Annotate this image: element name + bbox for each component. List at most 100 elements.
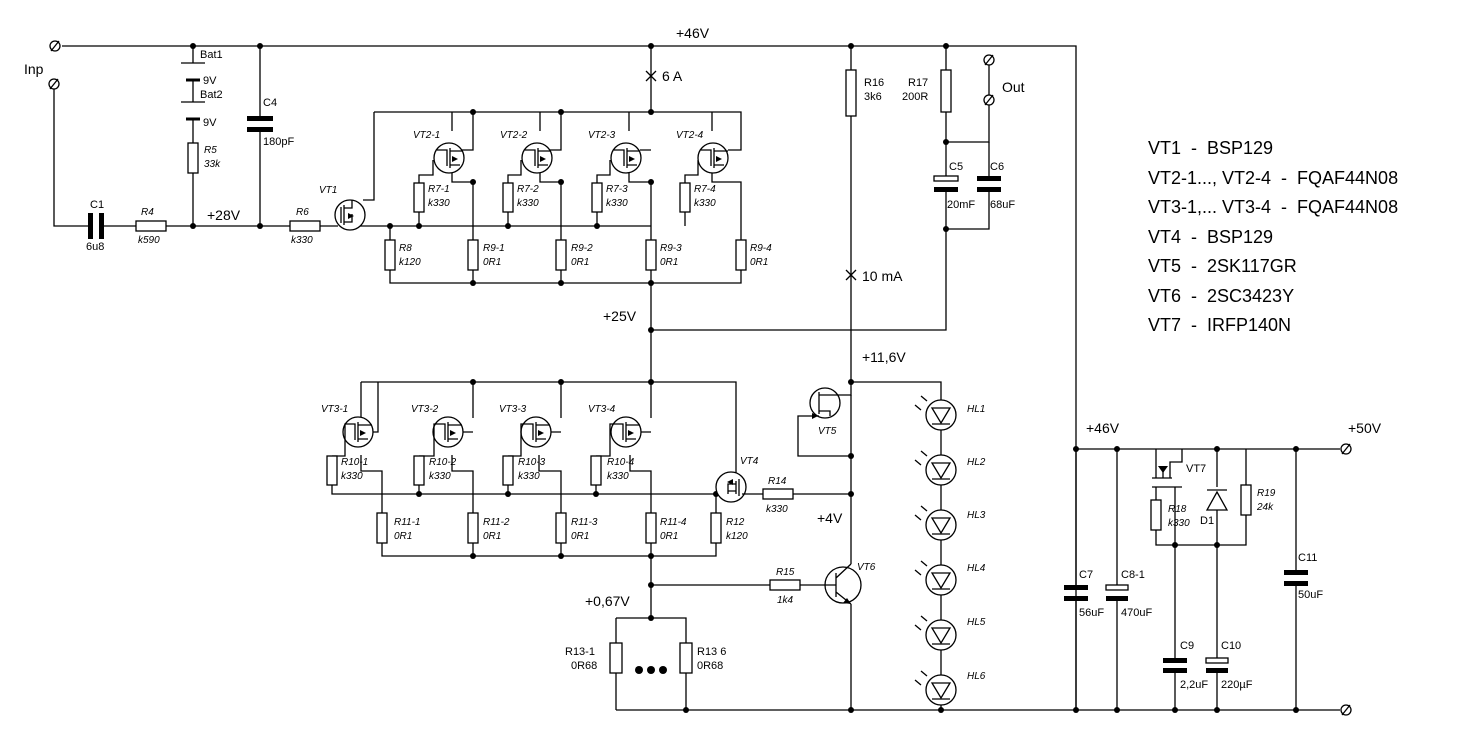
current-10ma-label: 10 mA: [862, 268, 903, 284]
r11-3-ref: R11-3: [571, 517, 598, 528]
r10-3-value: k330: [518, 471, 540, 482]
mosfet-vt2-4: [697, 142, 729, 174]
r9-3-ref: R9-3: [660, 243, 682, 254]
r10-4-value: k330: [607, 471, 629, 482]
resistor-r4: [135, 220, 167, 232]
c4-value: 180pF: [263, 136, 294, 148]
capacitor-c10: [1205, 657, 1229, 673]
r10-2-ref: R10-2: [429, 457, 457, 468]
vt2-2-label: VT2-2: [500, 130, 528, 141]
r13-6-ref: R13 6: [697, 646, 726, 658]
resistor-r16: [845, 69, 857, 117]
r7-2-value: k330: [517, 198, 539, 209]
capacitor-c4: [247, 116, 273, 132]
resistor-r18: [1150, 499, 1162, 531]
resistor-r7-3: [591, 182, 603, 213]
diode-d1: [1205, 489, 1229, 511]
rail-11-6v-label: +11,6V: [862, 349, 906, 365]
r9-2-value: 0R1: [571, 257, 589, 268]
legend-item: VT3-1,... VT3-4 - FQAF44N08: [1148, 197, 1399, 217]
c5-ref: C5: [949, 161, 963, 173]
hl1-label: HL1: [967, 404, 985, 415]
c10-ref: C10: [1221, 640, 1241, 652]
r19-ref: R19: [1257, 488, 1276, 499]
legend-item: VT4 - BSP129: [1148, 226, 1274, 247]
r6-value: k330: [291, 235, 313, 246]
vt1-label: VT1: [319, 185, 337, 196]
terminal-ground: [1340, 704, 1352, 716]
resistor-r12: [710, 512, 722, 544]
junction-dots: [190, 43, 1299, 713]
r15-ref: R15: [776, 567, 795, 578]
r14-ref: R14: [768, 476, 787, 487]
r19-value: 24k: [1256, 502, 1274, 513]
bat2-value: 9V: [203, 117, 217, 129]
vt2-3-label: VT2-3: [588, 130, 616, 141]
terminal-inp-bottom: [48, 78, 60, 90]
r11-2-value: 0R1: [483, 531, 501, 542]
c8-ref: C8-1: [1121, 569, 1145, 581]
resistor-r7-1: [413, 182, 425, 213]
vt4-label: VT4: [740, 456, 759, 467]
capacitor-c5: [933, 175, 959, 192]
led-hl1: [914, 395, 957, 431]
r18-value: k330: [1168, 518, 1190, 529]
r17-value: 200R: [902, 91, 928, 103]
capacitor-c11: [1284, 570, 1308, 586]
mosfet-vt1: [334, 199, 366, 231]
hl4-label: HL4: [967, 563, 986, 574]
led-hl4: [914, 560, 957, 596]
resistor-r10-3: [502, 455, 514, 486]
ellipsis-dots: [635, 666, 667, 674]
resistor-r6: [289, 220, 321, 232]
vt2-1-label: VT2-1: [413, 130, 440, 141]
led-hl5: [914, 615, 957, 651]
c6-value: 68uF: [990, 199, 1015, 211]
jfet-vt5: [808, 387, 842, 419]
r10-3-ref: R10-3: [518, 457, 546, 468]
rail-50v-label: +50V: [1348, 420, 1382, 436]
resistor-r9-4: [735, 239, 747, 271]
r7-4-value: k330: [694, 198, 716, 209]
r18-ref: R18: [1168, 504, 1187, 515]
r5-ref: R5: [204, 145, 217, 156]
resistor-r11-4: [645, 512, 657, 544]
vt7-label: VT7: [1186, 463, 1206, 475]
legend-item: VT7 - IRFP140N: [1148, 315, 1292, 335]
resistor-r7-4: [679, 182, 691, 213]
resistor-r11-3: [555, 512, 567, 544]
rail-25v-label: +25V: [603, 308, 637, 324]
r4-value: k590: [138, 235, 160, 246]
vt2-4-label: VT2-4: [676, 130, 704, 141]
mosfet-vt2-2: [521, 142, 553, 174]
mosfet-vt7: [1152, 466, 1182, 488]
r12-value: k120: [726, 531, 748, 542]
resistor-r17: [940, 69, 952, 113]
current-marker-10ma: [845, 269, 857, 281]
led-hl6: [914, 670, 957, 706]
mosfet-vt4: [715, 471, 752, 503]
r10-4-ref: R10-4: [607, 457, 635, 468]
hl3-label: HL3: [967, 510, 986, 521]
r10-2-value: k330: [429, 471, 451, 482]
resistor-r14: [762, 488, 794, 500]
vt3-1-label: VT3-1: [321, 404, 348, 415]
r9-2-ref: R9-2: [571, 243, 593, 254]
r4-ref: R4: [141, 207, 154, 218]
bjt-vt6: [824, 563, 862, 605]
r7-1-ref: R7-1: [428, 184, 450, 195]
rail-4v-label: +4V: [817, 510, 843, 526]
c7-ref: C7: [1079, 569, 1093, 581]
c4-ref: C4: [263, 97, 277, 109]
c6-ref: C6: [990, 161, 1004, 173]
rail-28v-label: +28V: [207, 207, 241, 223]
hl2-label: HL2: [967, 457, 986, 468]
c11-ref: C11: [1298, 552, 1317, 564]
r8-ref: R8: [399, 243, 412, 254]
r9-4-ref: R9-4: [750, 243, 772, 254]
r7-4-ref: R7-4: [694, 184, 716, 195]
legend-item: VT1 - BSP129: [1148, 138, 1274, 158]
resistor-r13-6: [679, 642, 693, 674]
r8-value: k120: [399, 257, 421, 268]
capacitor-c7: [1064, 585, 1088, 601]
